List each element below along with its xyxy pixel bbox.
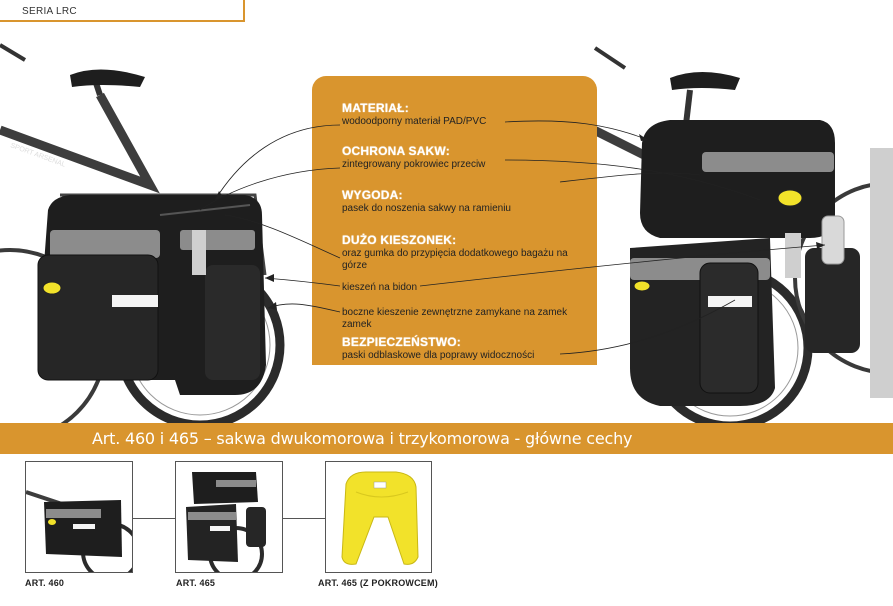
series-tab: SERIA LRC	[0, 0, 245, 22]
thumbnail-art-460[interactable]	[25, 461, 133, 573]
feature-material: MATERIAŁ: wodoodporny materiał PAD/PVC	[342, 101, 592, 128]
feature-desc: pasek do noszenia sakwy na ramieniu	[342, 203, 511, 214]
features-banner: Art. 460 i 465 – sakwa dwukomorowa i trz…	[0, 423, 893, 454]
feature-comfort: WYGODA: pasek do noszenia sakwy na ramie…	[342, 188, 592, 215]
feature-desc: paski odblaskowe dla poprawy widoczności	[342, 350, 535, 361]
thumbnail-connector	[133, 518, 175, 519]
feature-desc: wodoodporny materiał PAD/PVC	[342, 116, 487, 127]
thumbnail-art-465-cover[interactable]	[325, 461, 432, 573]
thumbnail-label: ART. 460	[25, 578, 65, 588]
feature-desc: boczne kieszenie zewnętrzne zamykane na …	[342, 307, 568, 330]
thumbnail-art-465[interactable]	[175, 461, 283, 573]
series-label: SERIA LRC	[22, 6, 77, 17]
product-photo-art-465	[590, 46, 893, 423]
thumbnail-label: ART. 465 (Z POKROWCEM)	[318, 578, 438, 588]
feature-title: OCHRONA SAKW:	[342, 144, 450, 158]
feature-title: BEZPIECZEŃSTWO:	[342, 335, 461, 349]
thumbnail-image	[26, 490, 132, 572]
rain-cover-icon	[341, 471, 419, 565]
feature-protection: OCHRONA SAKW: zintegrowany pokrowiec prz…	[342, 144, 592, 171]
feature-title: MATERIAŁ:	[342, 101, 409, 115]
feature-desc: zintegrowany pokrowiec przeciw	[342, 159, 486, 170]
thumbnail-image	[186, 472, 266, 572]
banner-title: Art. 460 i 465 – sakwa dwukomorowa i trz…	[92, 429, 633, 448]
feature-title: DUŻO KIESZONEK:	[342, 233, 457, 247]
feature-bottle-pocket: kieszeń na bidon	[342, 281, 592, 294]
thumbnail-label: ART. 465	[176, 578, 216, 588]
product-photo-art-460: SPORT ARSENAL	[0, 43, 285, 425]
features-panel: MATERIAŁ: wodoodporny materiał PAD/PVC O…	[312, 76, 597, 365]
thumbnail-connector	[283, 518, 325, 519]
feature-safety: BEZPIECZEŃSTWO: paski odblaskowe dla pop…	[342, 335, 592, 362]
feature-desc: oraz gumka do przypięcia dodatkowego bag…	[342, 248, 568, 271]
feature-desc: kieszeń na bidon	[342, 282, 418, 293]
feature-pockets: DUŻO KIESZONEK: oraz gumka do przypięcia…	[342, 233, 592, 272]
feature-side-pockets: boczne kieszenie zewnętrzne zamykane na …	[342, 306, 592, 331]
feature-title: WYGODA:	[342, 188, 403, 202]
